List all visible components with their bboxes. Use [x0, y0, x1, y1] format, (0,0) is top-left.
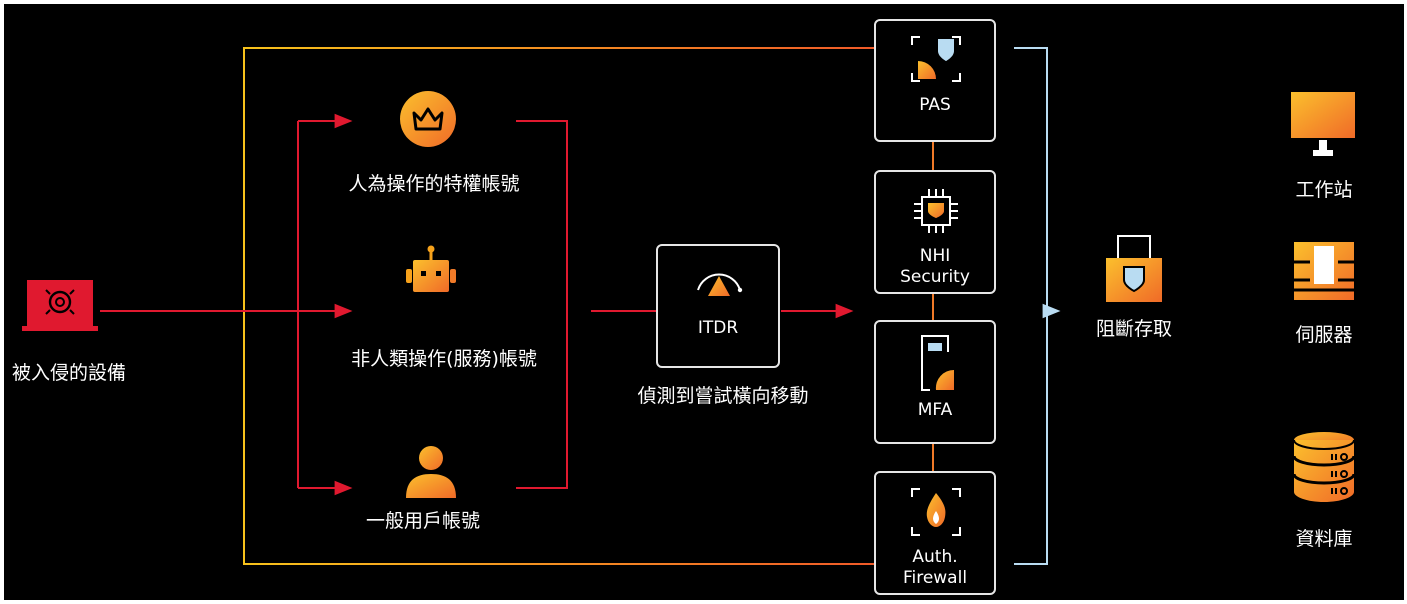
account-label-user: 一般用戶帳號 [366, 510, 481, 532]
resource-label-database: 資料庫 [1295, 528, 1353, 550]
phone-auth-icon [921, 335, 954, 391]
account-label-nhi: 非人類操作(服務)帳號 [351, 348, 537, 370]
resource-label-workstation: 工作站 [1295, 179, 1353, 201]
chip-icon [914, 189, 958, 233]
itdr-caption: 偵測到嘗試橫向移動 [637, 385, 809, 407]
laptop-virus-icon [22, 280, 98, 331]
robot-icon [406, 245, 456, 292]
connector-layer [100, 47, 1061, 565]
control-label-mfa: MFA [917, 400, 953, 420]
control-label-nhi-security: NHI Security [900, 246, 970, 287]
itdr-box: ITDR [656, 244, 780, 368]
control-box-pas: PAS [874, 19, 996, 142]
itdr-label: ITDR [697, 318, 739, 338]
monitor-icon [1291, 92, 1355, 156]
gauge-alert-icon [697, 273, 743, 296]
control-label-pas: PAS [919, 95, 951, 115]
bypass-loop-bottom [243, 311, 874, 565]
block-access-label: 阻斷存取 [1095, 318, 1172, 340]
padlock-shield-icon [1106, 235, 1162, 302]
diagram-canvas: 被入侵的設備 人為操作的特權帳號 非人類操作(服務)帳號 一般用戶帳號 ITDR… [4, 4, 1404, 600]
bypass-loop-top [243, 47, 874, 311]
control-bracket [1014, 47, 1048, 565]
crown-icon [400, 91, 456, 147]
account-label-privileged: 人為操作的特權帳號 [348, 173, 520, 195]
flame-scan-icon [911, 488, 961, 536]
attack-merge-bracket [516, 120, 568, 489]
database-icon [1292, 432, 1356, 502]
server-icon [1294, 242, 1354, 300]
person-icon [406, 446, 456, 498]
control-box-nhi-security: NHI Security [874, 170, 996, 294]
resource-label-server: 伺服器 [1295, 324, 1353, 346]
control-box-auth-firewall: Auth. Firewall [874, 471, 996, 595]
control-label-auth-firewall: Auth. Firewall [902, 547, 968, 588]
compromised-device-label: 被入侵的設備 [12, 362, 127, 384]
control-box-mfa: MFA [874, 320, 996, 444]
shield-scan-icon [911, 36, 961, 82]
